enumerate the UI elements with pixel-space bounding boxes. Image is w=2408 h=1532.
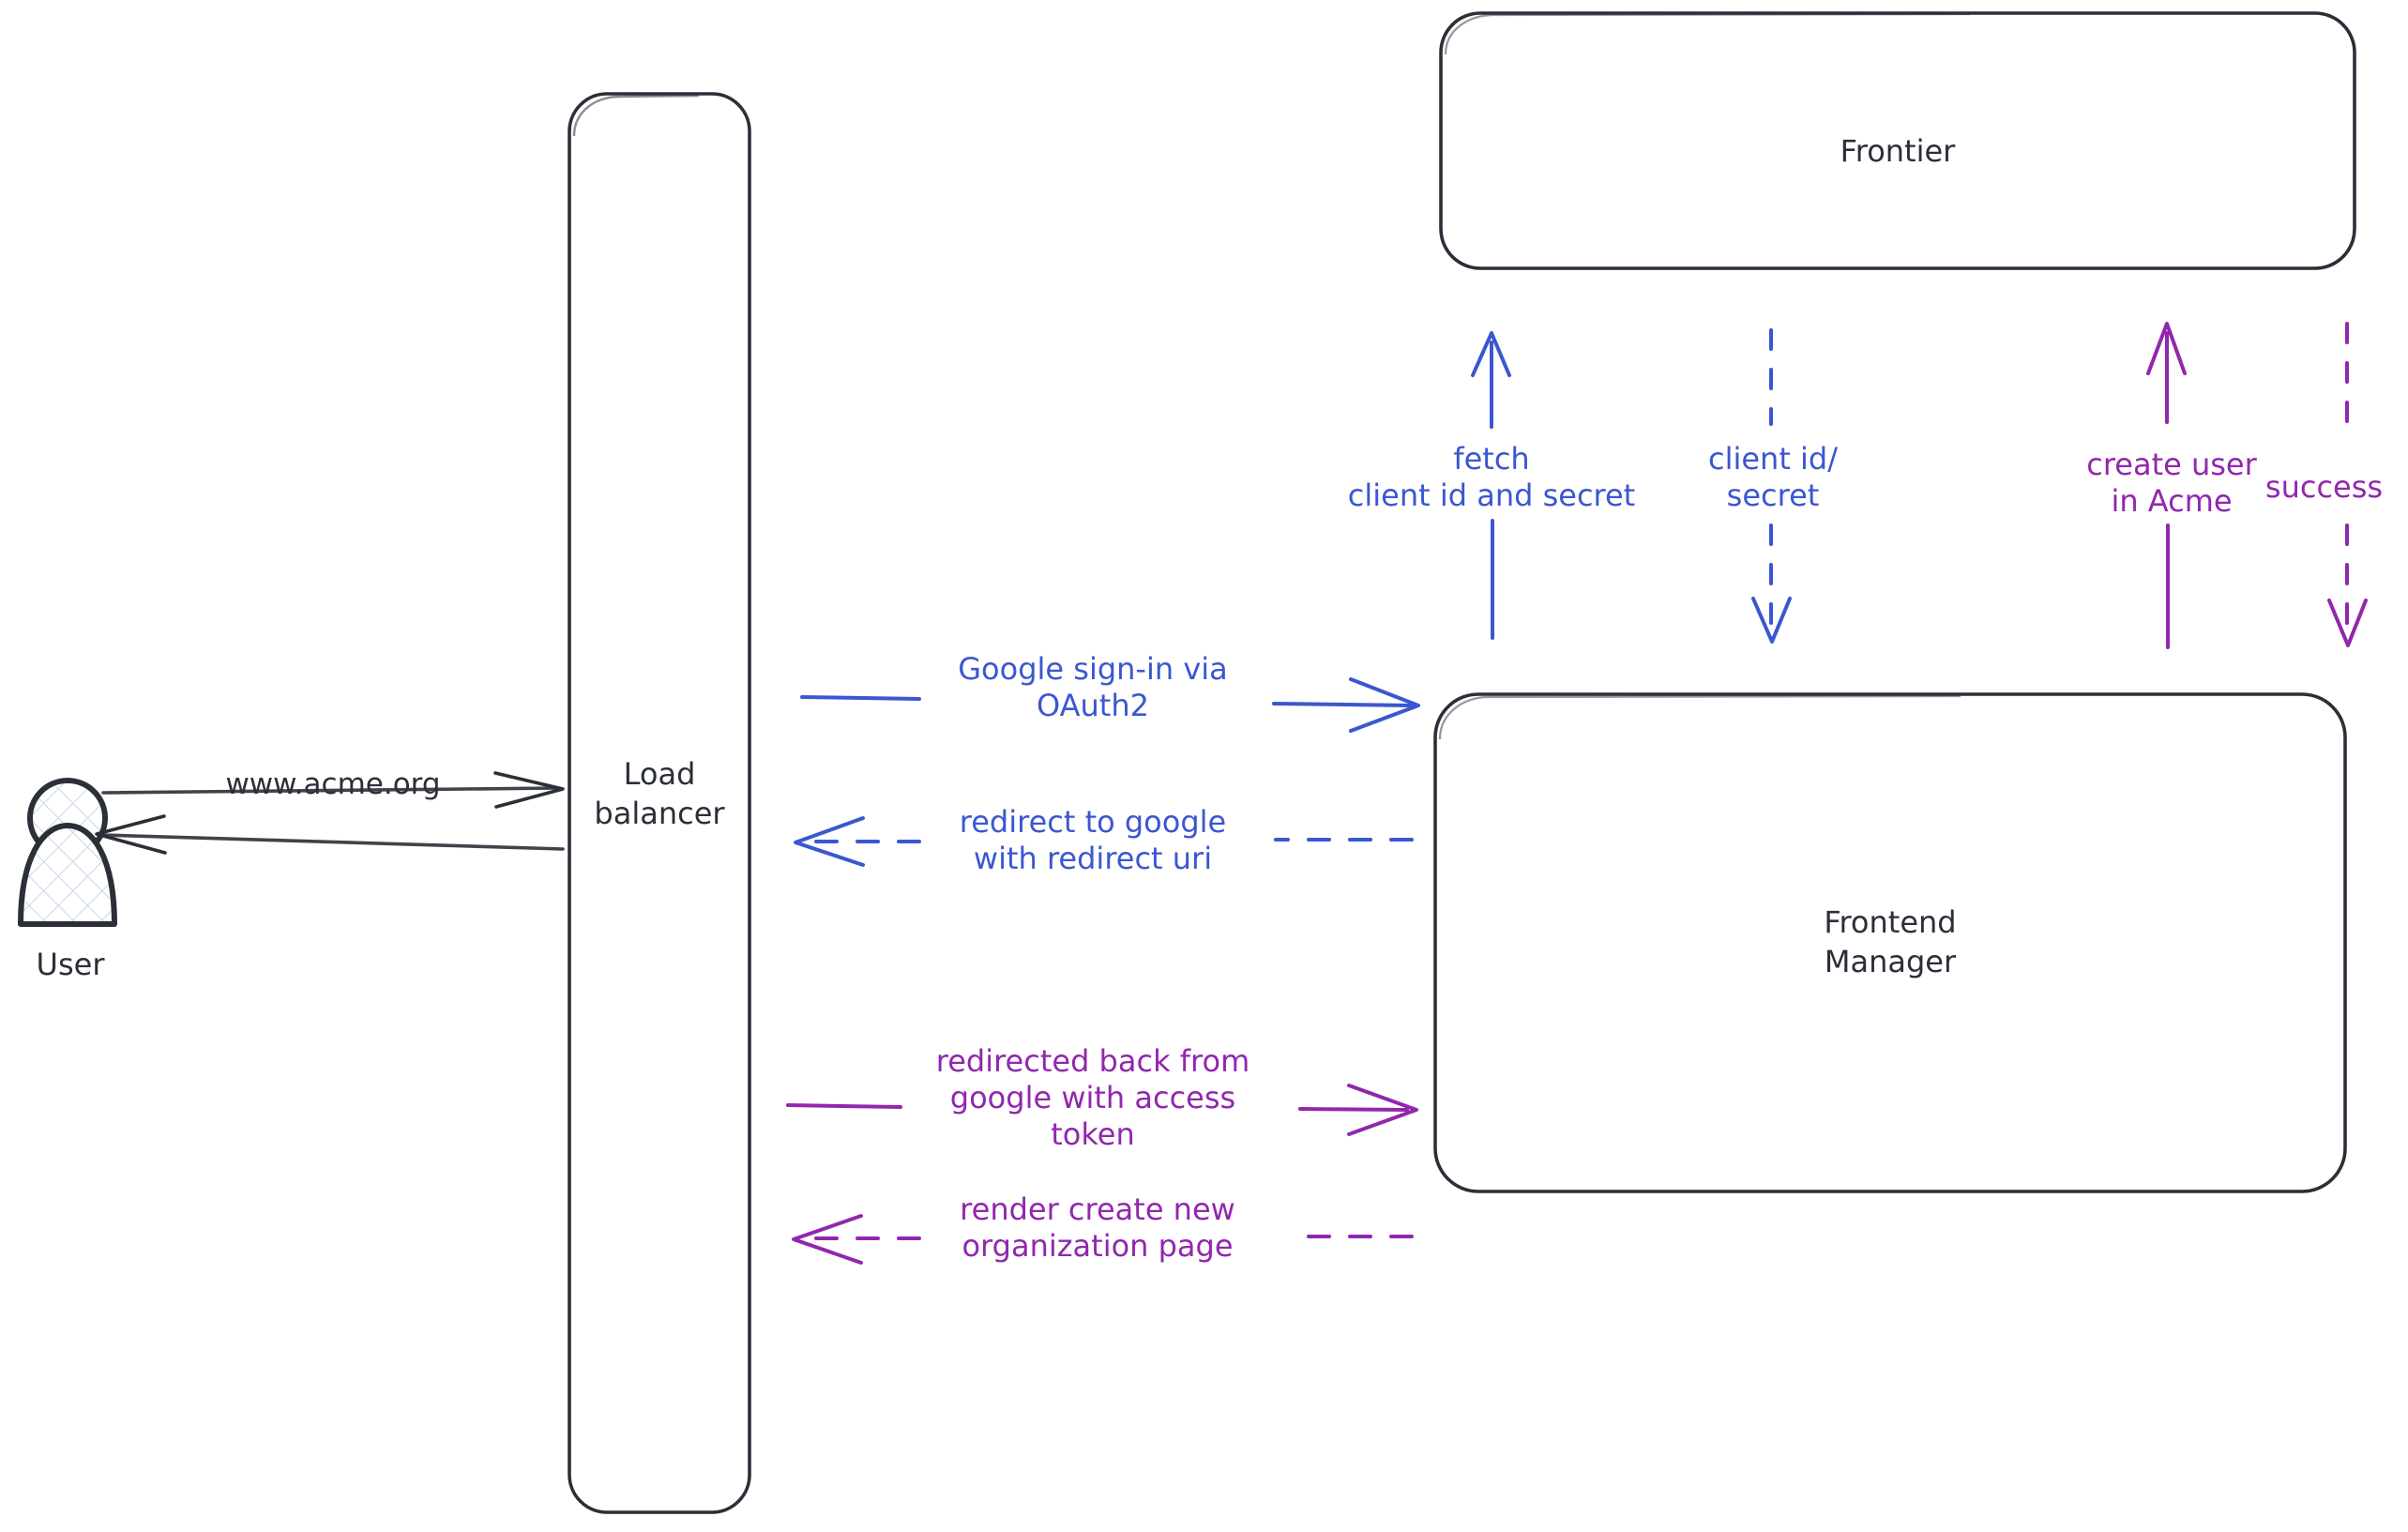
edge-lb-to-fm-signin	[800, 677, 1420, 733]
edge-frontier-to-fm-creds	[1751, 328, 1792, 644]
arrowhead-left	[792, 1214, 863, 1265]
load-balancer-sketch-stroke	[572, 94, 700, 137]
node-load-balancer[interactable]	[568, 92, 751, 1514]
edge-user-to-lb	[101, 771, 565, 809]
node-user[interactable]	[18, 778, 117, 927]
arrowhead-right	[1347, 1084, 1418, 1136]
load-balancer-shape	[568, 92, 751, 1514]
arrowhead-left	[95, 814, 167, 855]
edge-lb-to-user	[95, 814, 565, 855]
user-body-icon	[18, 823, 117, 927]
frontend-manager-hit-area[interactable]	[1435, 694, 2345, 1191]
arrowhead-up	[1471, 331, 1511, 377]
user-hit-area[interactable]	[21, 779, 116, 927]
edge-fm-to-frontier-create-user	[2146, 322, 2187, 649]
edge-fm-to-frontier-fetch	[1471, 331, 1511, 640]
arrowhead-down	[2327, 599, 2368, 647]
edge-fm-to-lb-render	[792, 1214, 1414, 1265]
frontier-shape	[1439, 11, 2356, 270]
edge-fm-to-lb-redirect	[794, 816, 1414, 867]
arrowhead-left	[794, 816, 865, 867]
arrowhead-right	[493, 771, 565, 809]
frontier-hit-area[interactable]	[1441, 13, 2355, 268]
frontend-manager-sketch-stroke	[1438, 694, 1961, 740]
frontier-sketch-stroke	[1444, 12, 1971, 55]
frontend-manager-shape	[1433, 692, 2347, 1193]
arrowhead-down	[1751, 597, 1792, 644]
edge-frontier-to-fm-success	[2327, 322, 2368, 647]
node-frontier[interactable]	[1439, 11, 2356, 270]
arrowhead-up	[2146, 322, 2187, 375]
node-frontend-manager[interactable]	[1433, 692, 2347, 1193]
load-balancer-hit-area[interactable]	[569, 94, 750, 1512]
edge-lb-to-fm-token	[786, 1084, 1418, 1136]
arrowhead-right	[1349, 677, 1420, 733]
